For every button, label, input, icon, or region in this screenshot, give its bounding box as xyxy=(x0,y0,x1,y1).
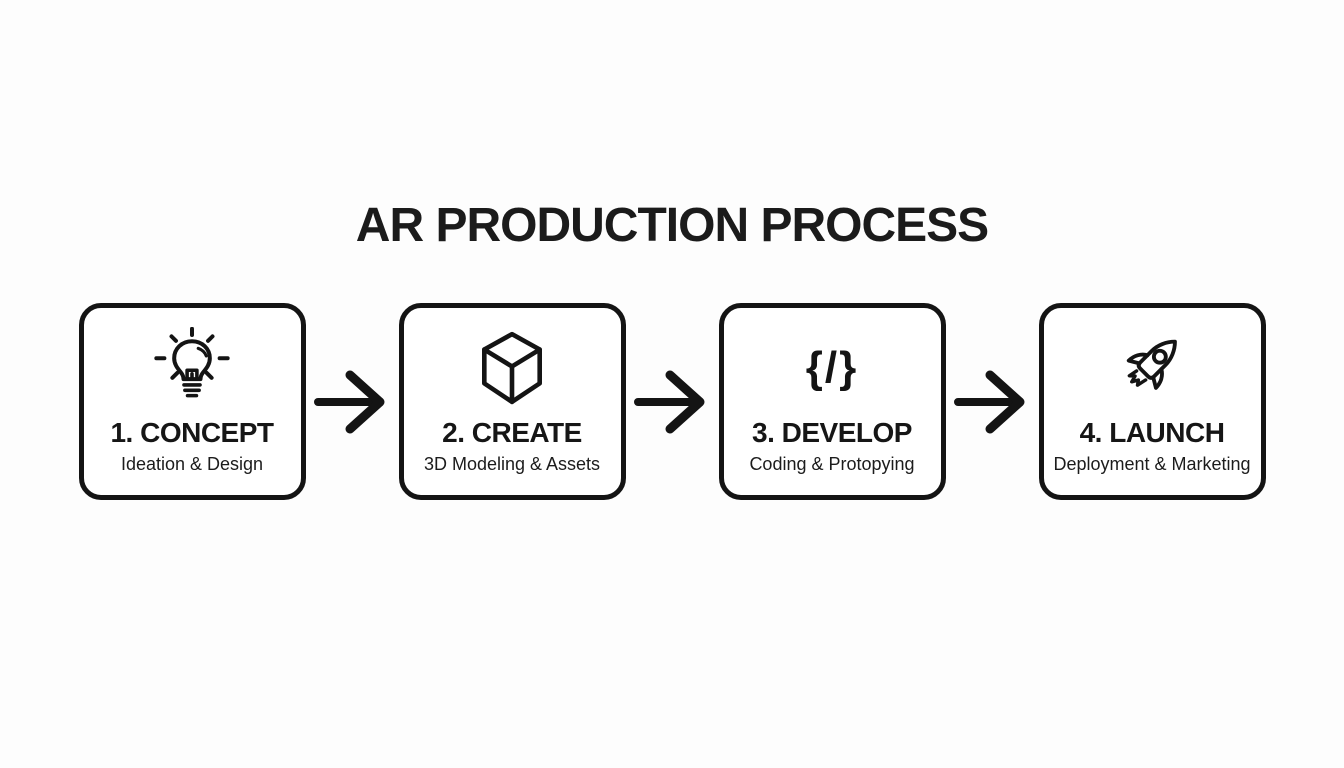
lightbulb-icon xyxy=(148,327,236,408)
step-heading: 3. DEVELOP xyxy=(752,417,912,448)
step-heading: 2. CREATE xyxy=(442,417,582,448)
process-flow: 1. CONCEPT Ideation & Design 2. CREATE 3… xyxy=(0,303,1344,500)
step-create: 2. CREATE 3D Modeling & Assets xyxy=(398,303,626,500)
page-title: AR PRODUCTION PROCESS xyxy=(355,199,989,253)
step-concept: 1. CONCEPT Ideation & Design xyxy=(78,303,306,500)
step-subtitle: Ideation & Design xyxy=(120,454,264,474)
step-heading: 1. CONCEPT xyxy=(110,417,274,448)
step-heading: 4. LAUNCH xyxy=(1079,417,1225,448)
code-glyph: {/} xyxy=(805,343,859,392)
step-subtitle: Coding & Protopying xyxy=(749,454,915,474)
step-develop: {/} 3. DEVELOP Coding & Protopying xyxy=(718,303,946,500)
code-icon: {/} xyxy=(806,328,858,408)
step-launch: 4. LAUNCH Deployment & Marketing xyxy=(1038,303,1266,500)
arrow-right-icon xyxy=(306,303,399,500)
arrow-right-icon xyxy=(626,303,719,500)
step-subtitle: Deployment & Marketing xyxy=(1053,454,1251,474)
rocket-icon xyxy=(1110,328,1194,408)
cube-icon xyxy=(475,328,549,408)
step-subtitle: 3D Modeling & Assets xyxy=(423,454,601,474)
arrow-right-icon xyxy=(946,303,1039,500)
